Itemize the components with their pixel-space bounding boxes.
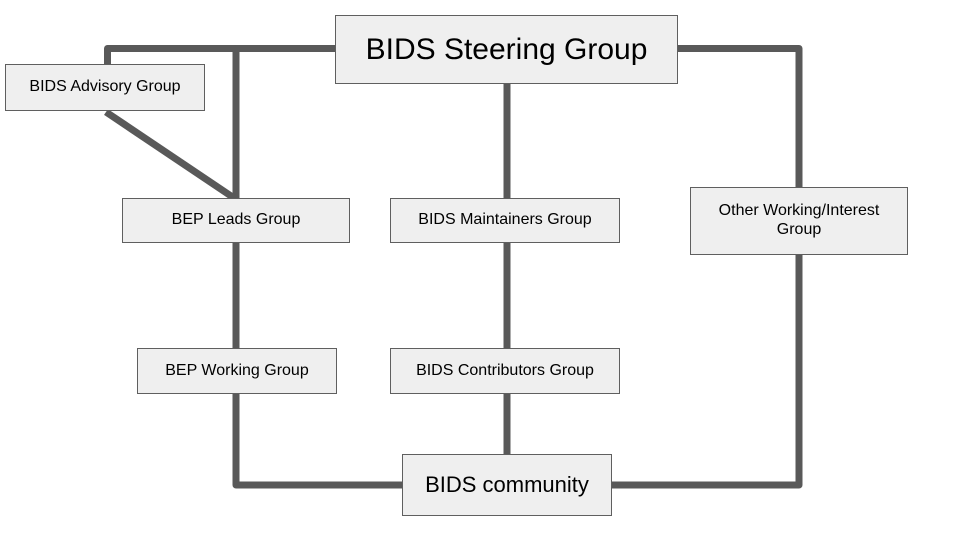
node-bep-working-group-label: BEP Working Group (165, 361, 309, 379)
edge-advisory-to-bep-leads (104, 109, 239, 203)
node-bids-maintainers-group-label: BIDS Maintainers Group (418, 211, 592, 229)
node-bids-advisory-group[interactable]: BIDS Advisory Group (5, 64, 205, 111)
node-other-working-interest-group[interactable]: Other Working/Interest Group (690, 187, 908, 255)
node-bep-leads-group-label: BEP Leads Group (171, 211, 301, 229)
edge-steering-to-bep-leads (232, 45, 330, 200)
node-bids-contributors-group-label: BIDS Contributors Group (416, 361, 594, 379)
node-bep-leads-group[interactable]: BEP Leads Group (122, 198, 350, 243)
edge-bep-working-to-community (232, 392, 404, 489)
node-bep-working-group[interactable]: BEP Working Group (137, 348, 337, 394)
edge-other-working-to-community (610, 253, 803, 489)
node-bids-steering-group[interactable]: BIDS Steering Group (335, 15, 678, 84)
edge-steering-to-other-working (676, 45, 803, 189)
node-bids-steering-group-label: BIDS Steering Group (365, 32, 648, 66)
node-bids-advisory-group-label: BIDS Advisory Group (29, 78, 181, 96)
node-bids-contributors-group[interactable]: BIDS Contributors Group (390, 348, 620, 394)
node-bids-community[interactable]: BIDS community (402, 454, 612, 516)
node-bids-maintainers-group[interactable]: BIDS Maintainers Group (390, 198, 620, 243)
node-other-working-interest-group-label: Other Working/Interest Group (718, 202, 880, 238)
node-bids-community-label: BIDS community (425, 472, 589, 498)
